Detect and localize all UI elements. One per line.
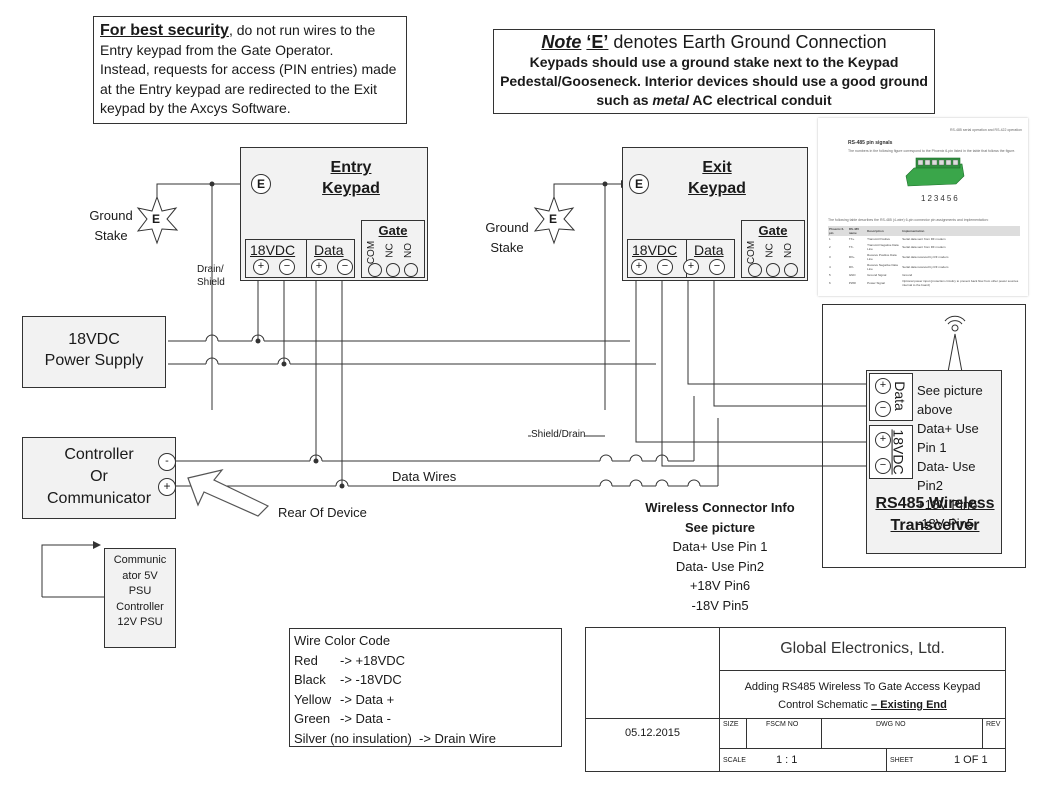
drawing-date: 05.12.2015: [624, 727, 681, 739]
transceiver-data-block: + − Data: [869, 373, 913, 421]
color-code-row: Silver (no insulation) -> Drain Wire: [294, 730, 496, 746]
size-label: SIZE: [723, 721, 739, 728]
transceiver-data-label: Data: [891, 381, 908, 411]
color-code-title: Wire Color Code: [294, 633, 391, 648]
rear-of-device-arrow: [187, 469, 270, 517]
exit-vdc-minus-terminal[interactable]: −: [657, 259, 673, 275]
entry-vdc-plus-terminal[interactable]: +: [253, 259, 269, 275]
ground-stake-left-e: E: [152, 212, 161, 226]
color-code-row: Black-> -18VDC: [294, 672, 402, 687]
wireless-connector-info: Wireless Connector Info See picture Data…: [645, 500, 795, 613]
ground-stake-right-e: E: [549, 212, 558, 226]
connector-pin-numbers: 123456: [921, 194, 960, 203]
rs485-transceiver: + − Data + − 18VDC See picture above Dat…: [866, 370, 1002, 554]
exit-earth-terminal: E: [629, 174, 649, 194]
title-block: Global Electronics, Ltd. Adding RS485 Wi…: [585, 627, 1006, 772]
scale-value: 1 : 1: [776, 754, 798, 766]
rs485-outer-frame: [822, 304, 1026, 568]
entry-ground-wire: [156, 180, 253, 212]
ground-note-line3: such as metal AC electrical conduit: [596, 92, 832, 108]
exit-data-plus-terminal[interactable]: +: [683, 259, 699, 275]
transceiver-vdc-label: 18VDC: [890, 429, 907, 475]
entry-earth-terminal: E: [251, 174, 271, 194]
ground-stake-right-star: [533, 195, 576, 245]
transceiver-vdc-plus[interactable]: +: [875, 432, 891, 448]
shield-drain-label: Shield/Drain: [531, 429, 586, 440]
transceiver-vdc-block: + − 18VDC: [869, 425, 913, 479]
color-code-row: Red-> +18VDC: [294, 652, 406, 668]
ground-stake-left-star: [136, 195, 179, 245]
sheet-value: 1 OF 1: [954, 754, 988, 766]
drain-shield-label: Drain/Shield: [197, 264, 225, 288]
security-note-line1: , do not run wires to the: [228, 22, 376, 38]
dwg-label: DWG NO: [876, 721, 906, 728]
rev-label: REV: [986, 721, 1001, 728]
phoenix-connector-icon: [905, 157, 965, 187]
security-note-line2: Entry keypad from the Gate Operator.: [100, 41, 334, 58]
fscm-label: FSCM NO: [766, 721, 799, 728]
exit-gate-block: Gate COM NC NO: [741, 220, 805, 278]
security-note: For best security, do not run wires to t…: [93, 16, 407, 124]
drawing-description: Adding RS485 Wireless To Gate Access Key…: [744, 681, 981, 711]
transceiver-vdc-minus[interactable]: −: [875, 458, 891, 474]
rs485-datasheet-image: RS-485 serial operation and RS-422 opera…: [818, 118, 1028, 296]
exit-gate-label: Gate: [758, 223, 788, 238]
color-code-row: Green-> Data -: [294, 711, 391, 726]
ground-note-title: Note ‘E’ denotes Earth Ground Connection: [541, 32, 887, 52]
data-wires-label: Data Wires: [392, 469, 457, 484]
entry-data-plus-terminal[interactable]: +: [311, 259, 327, 275]
entry-gate-block: Gate COM NC NO: [361, 220, 425, 278]
ground-note-line1: Keypads should use a ground stake next t…: [529, 54, 899, 70]
entry-terminal-block: 18VDC Data + − + −: [245, 239, 355, 278]
entry-data-label: Data: [314, 242, 344, 258]
security-note-line4: at the Entry keypad are redirected to th…: [100, 80, 378, 97]
security-note-lead: For best security: [100, 22, 229, 39]
entry-vdc-label: 18VDC: [250, 242, 296, 258]
sheet-label: SHEET: [890, 757, 914, 764]
rear-of-device-label: Rear Of Device: [278, 505, 367, 520]
controller-minus-terminal[interactable]: -: [158, 453, 176, 471]
exit-terminal-block: 18VDC Data + − + −: [627, 239, 735, 278]
exit-ground-wire: [553, 180, 629, 212]
color-code-row: Yellow-> Data +: [294, 691, 395, 707]
scale-label: SCALE: [723, 757, 746, 764]
transceiver-pin-notes: See picture above Data+ Use Pin 1 Data- …: [917, 383, 983, 531]
transceiver-data-minus[interactable]: −: [875, 401, 891, 417]
ground-note: Note ‘E’ denotes Earth Ground Connection…: [493, 29, 935, 114]
ground-note-line2: Pedestal/Gooseneck. Interior devices sho…: [500, 73, 928, 89]
company-name: Global Electronics, Ltd.: [780, 640, 945, 657]
exit-vdc-plus-terminal[interactable]: +: [631, 259, 647, 275]
entry-data-minus-terminal[interactable]: −: [337, 259, 353, 275]
transceiver-data-plus[interactable]: +: [875, 378, 891, 394]
exit-data-label: Data: [694, 242, 724, 258]
security-note-line5: keypad by the Axcys Software.: [100, 100, 291, 116]
security-note-line3: Instead, requests for access (PIN entrie…: [100, 61, 397, 77]
entry-gate-label: Gate: [378, 223, 408, 238]
controller-plus-terminal[interactable]: +: [158, 478, 176, 496]
wire-color-code: Wire Color Code Red-> +18VDC Black-> -18…: [289, 628, 562, 747]
entry-vdc-minus-terminal[interactable]: −: [279, 259, 295, 275]
exit-vdc-label: 18VDC: [632, 242, 678, 258]
exit-data-minus-terminal[interactable]: −: [709, 259, 725, 275]
